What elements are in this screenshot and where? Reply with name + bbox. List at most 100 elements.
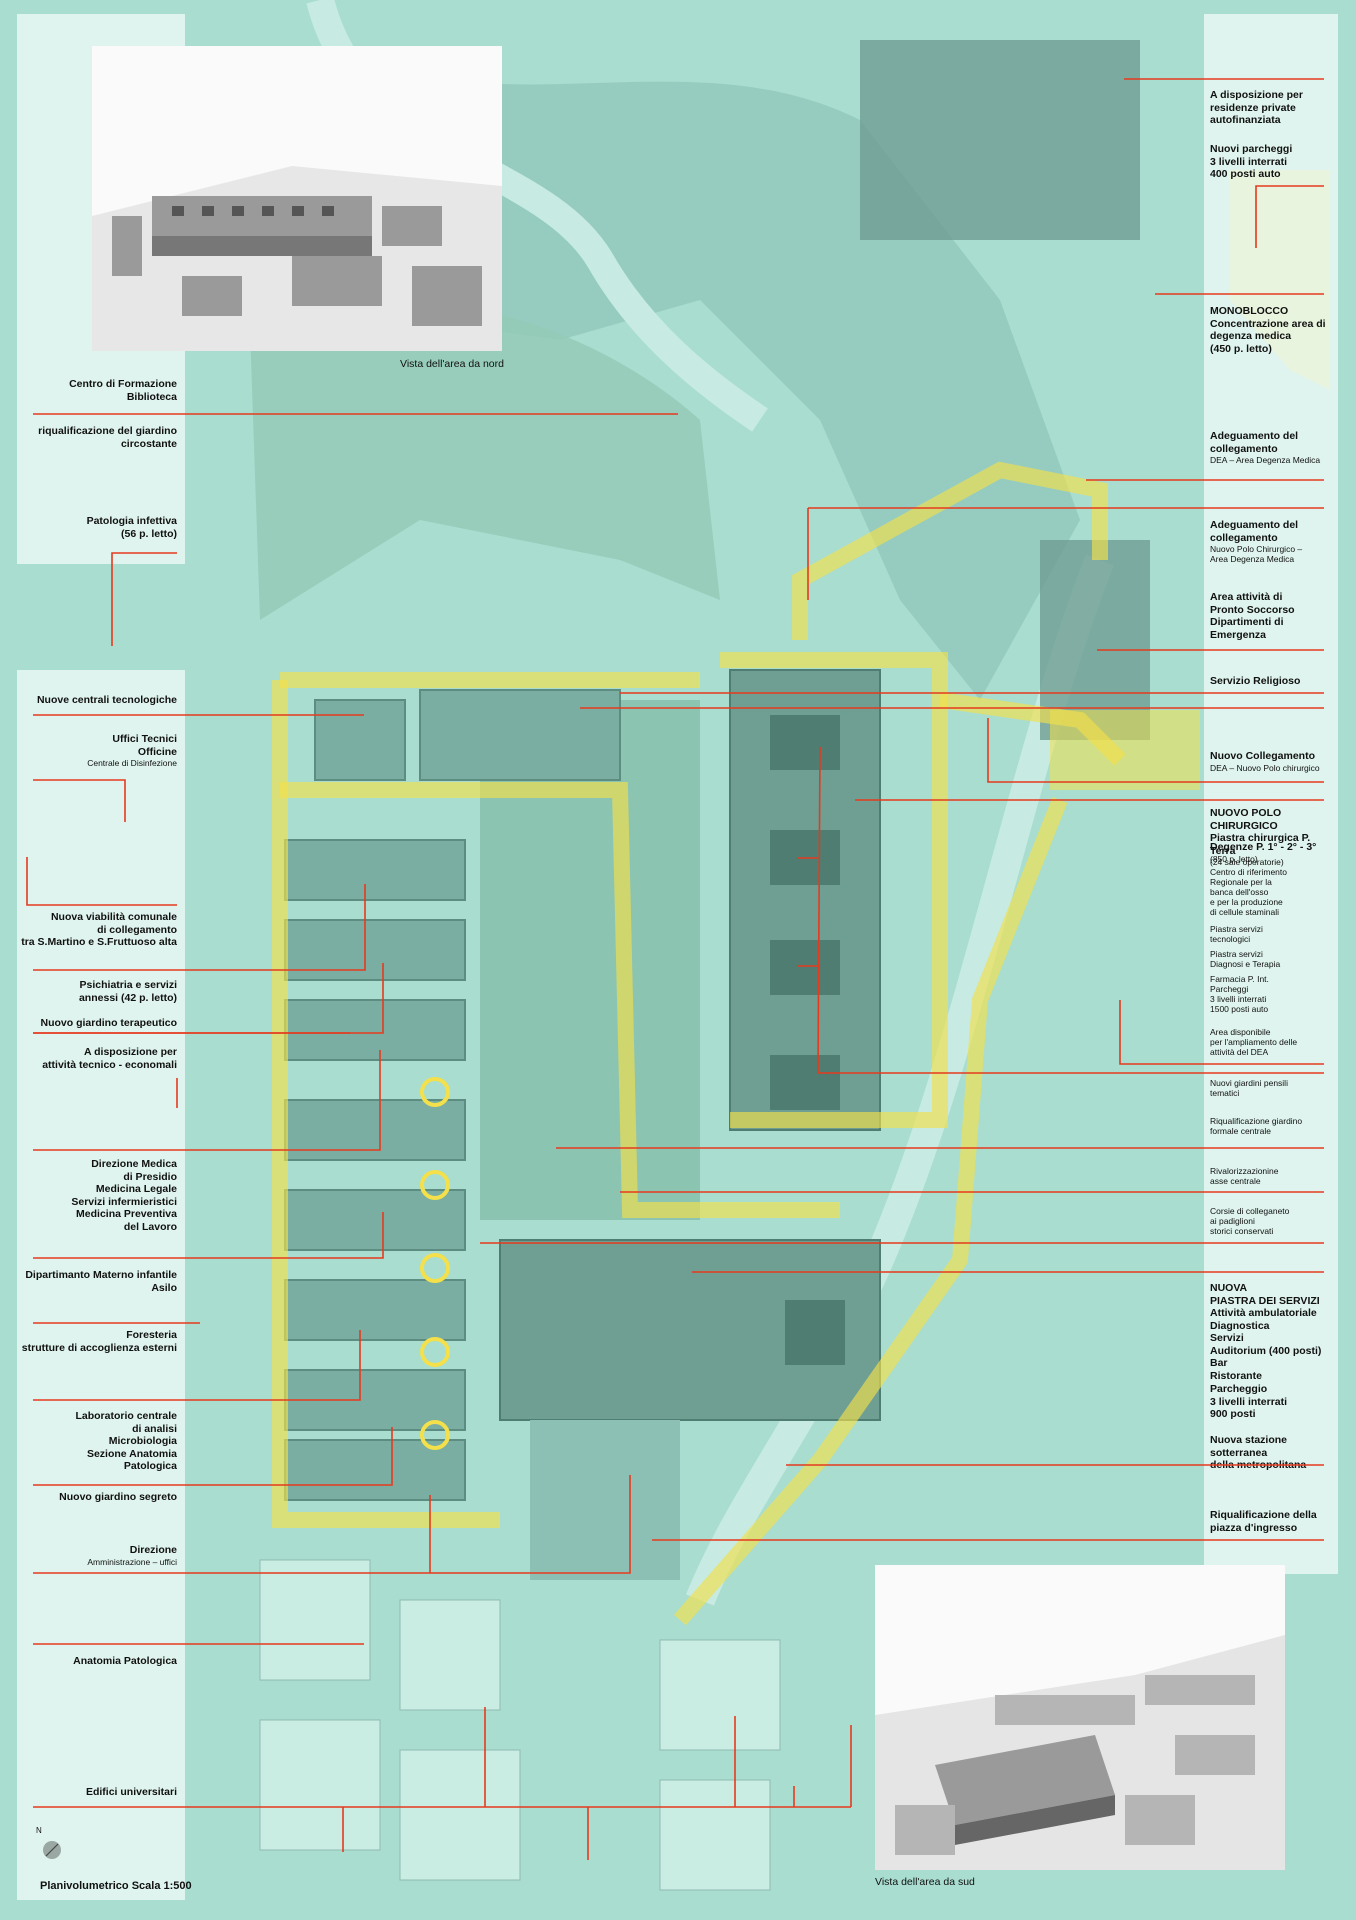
label-line: Nuovo giardino segreto [59, 1491, 177, 1503]
label-line: Centro di Formazione [69, 378, 177, 390]
label-line: Microbiologia [108, 1435, 177, 1447]
label-line: NUOVO POLO CHIRURGICO [1210, 807, 1282, 832]
label-giardino-terapeutico: Nuovo giardino terapeutico [20, 1017, 177, 1030]
label-adeguamento-2: Adeguamento del collegamento Nuovo Polo … [1210, 519, 1335, 564]
label-uffici-tecnici: Uffici Tecnici Officine Centrale di Disi… [20, 733, 177, 768]
piastra-courtyard [785, 1300, 845, 1365]
label-line: Emergenza [1210, 628, 1267, 641]
label-line: attività tecnico - economali [42, 1058, 177, 1071]
label-line: Dipartimanto Materno infantile [25, 1269, 177, 1281]
label-line: Rivalorizzazionine [1210, 1166, 1279, 1176]
label-line: Centrale di Disinfezione [87, 758, 177, 768]
label-line: Parcheggi [1210, 984, 1249, 994]
label-line: Regionale per la [1210, 877, 1272, 887]
label-line: Concentrazione area di [1210, 317, 1326, 330]
label-residenze-private: A disposizione per residenze private aut… [1210, 89, 1335, 127]
label-line: del Lavoro [123, 1220, 177, 1233]
leader-area-disponibile [1119, 1000, 1324, 1065]
label-piastra-servizi: NUOVA PIASTRA DEI SERVIZI Attività ambul… [1210, 1282, 1335, 1382]
label-line: 3 livelli interrati [1210, 1395, 1288, 1408]
label-pronto-soccorso: Area attività di Pronto Soccorso Diparti… [1210, 591, 1335, 641]
label-line: Area attività di [1210, 591, 1283, 603]
label-nuova-viabilita: Nuova viabilità comunale di collegamento… [20, 911, 177, 949]
north-arrow-icon [43, 1841, 61, 1859]
label-line: Sezione Anatomia [86, 1447, 177, 1460]
leader-patologia [111, 552, 177, 646]
label-line: Foresteria [126, 1329, 177, 1341]
label-line: Area Degenza Medica [1210, 554, 1295, 564]
label-line: Medicina Legale [95, 1183, 177, 1195]
tree-belt [250, 301, 720, 620]
leader-psichiatria [33, 963, 384, 1034]
label-line: autofinanziata [1210, 114, 1281, 126]
label-line: (450 p. letto) [1210, 342, 1272, 355]
label-tecnico-economali: A disposizione per attività tecnico - ec… [20, 1046, 177, 1071]
northern-buildings [314, 689, 621, 781]
right-panel [1204, 14, 1338, 1574]
label-line: Degenze P. 1° - 2° - 3° [1210, 841, 1317, 853]
label-line: Patologia infettiva [86, 515, 177, 527]
road-diagonal [686, 554, 1114, 1606]
label-line: per l'ampliamento delle [1210, 1037, 1298, 1047]
north-view-image [92, 46, 502, 351]
label-line: Auditorium (400 posti) [1210, 1344, 1322, 1357]
label-parcheggio-900: Parcheggio 3 livelli interrati 900 posti [1210, 1383, 1335, 1421]
label-patologia-infettiva: Patologia infettiva (56 p. letto) [20, 515, 177, 540]
label-line: collegamento [1210, 531, 1278, 544]
entry-building [530, 1420, 680, 1580]
label-line: Nuova stazione sotterranea [1210, 1434, 1288, 1459]
label-line: tematici [1210, 1088, 1240, 1098]
southern-buildings [259, 1559, 781, 1891]
label-line: Piastra servizi [1210, 949, 1263, 959]
label-line: Laboratorio centrale [75, 1410, 177, 1422]
label-line: PIASTRA DEI SERVIZI [1210, 1294, 1320, 1307]
label-direzione-medica: Direzione Medica di Presidio Medicina Le… [20, 1158, 177, 1233]
label-line: ai padiglioni [1210, 1216, 1255, 1226]
label-line: 3 livelli interrati [1210, 155, 1288, 168]
yellow-zone-dea [1050, 710, 1200, 790]
label-giardino-segreto: Nuovo giardino segreto [20, 1491, 177, 1504]
label-line: tra S.Martino e S.Fruttuoso alta [21, 936, 177, 948]
label-line: Riqualificazione della [1210, 1509, 1317, 1521]
label-adeguamento-1: Adeguamento del collegamento DEA – Area … [1210, 430, 1335, 465]
leader-materno [33, 1212, 384, 1259]
label-line: di Presidio [123, 1170, 177, 1183]
label-line: (850 p. letto) [1210, 853, 1258, 864]
monoblocco-building [860, 40, 1140, 240]
label-line: Medicina Preventiva [76, 1208, 177, 1220]
scale-label: Planivolumetrico Scala 1:500 [40, 1880, 192, 1892]
label-line: Nuove centrali tecnologiche [36, 694, 177, 706]
label-line: Nuovo Polo Chirurgico – [1210, 544, 1303, 554]
label-laboratorio: Laboratorio centrale di analisi Microbio… [20, 1410, 177, 1473]
connection-paths [272, 461, 1126, 1626]
label-line: strutture di accoglienza esterni [21, 1341, 177, 1354]
label-line: di analisi [132, 1422, 177, 1435]
label-nuovo-collegamento: Nuovo Collegamento DEA – Nuovo Polo chir… [1210, 750, 1335, 773]
label-servizio-religioso: Servizio Religioso [1210, 675, 1335, 688]
leader-direzione [33, 1475, 631, 1574]
label-line: Direzione Medica [91, 1158, 177, 1170]
label-line: piazza d'ingresso [1210, 1521, 1298, 1534]
label-line: MONOBLOCCO [1210, 305, 1289, 317]
label-line: banca dell'osso [1210, 887, 1269, 897]
label-monoblocco: MONOBLOCCO Concentrazione area di degenz… [1210, 305, 1335, 355]
label-line: Parcheggio [1210, 1383, 1268, 1395]
label-anatomia-patologica: Anatomia Patologica [20, 1655, 177, 1668]
label-line: (56 p. letto) [120, 527, 177, 540]
label-line: Servizio Religioso [1210, 675, 1301, 687]
label-line: Asilo [151, 1281, 177, 1294]
label-line: Piastra servizi [1210, 924, 1263, 934]
label-line: Diagnosi e Terapia [1210, 959, 1281, 969]
label-line: Adeguamento del [1210, 519, 1299, 531]
label-line: Area disponibile [1210, 1027, 1271, 1037]
label-centrali-tecnologiche: Nuove centrali tecnologiche [20, 694, 177, 707]
leader-parcheggi [1255, 185, 1324, 248]
label-line: attività del DEA [1210, 1047, 1269, 1057]
